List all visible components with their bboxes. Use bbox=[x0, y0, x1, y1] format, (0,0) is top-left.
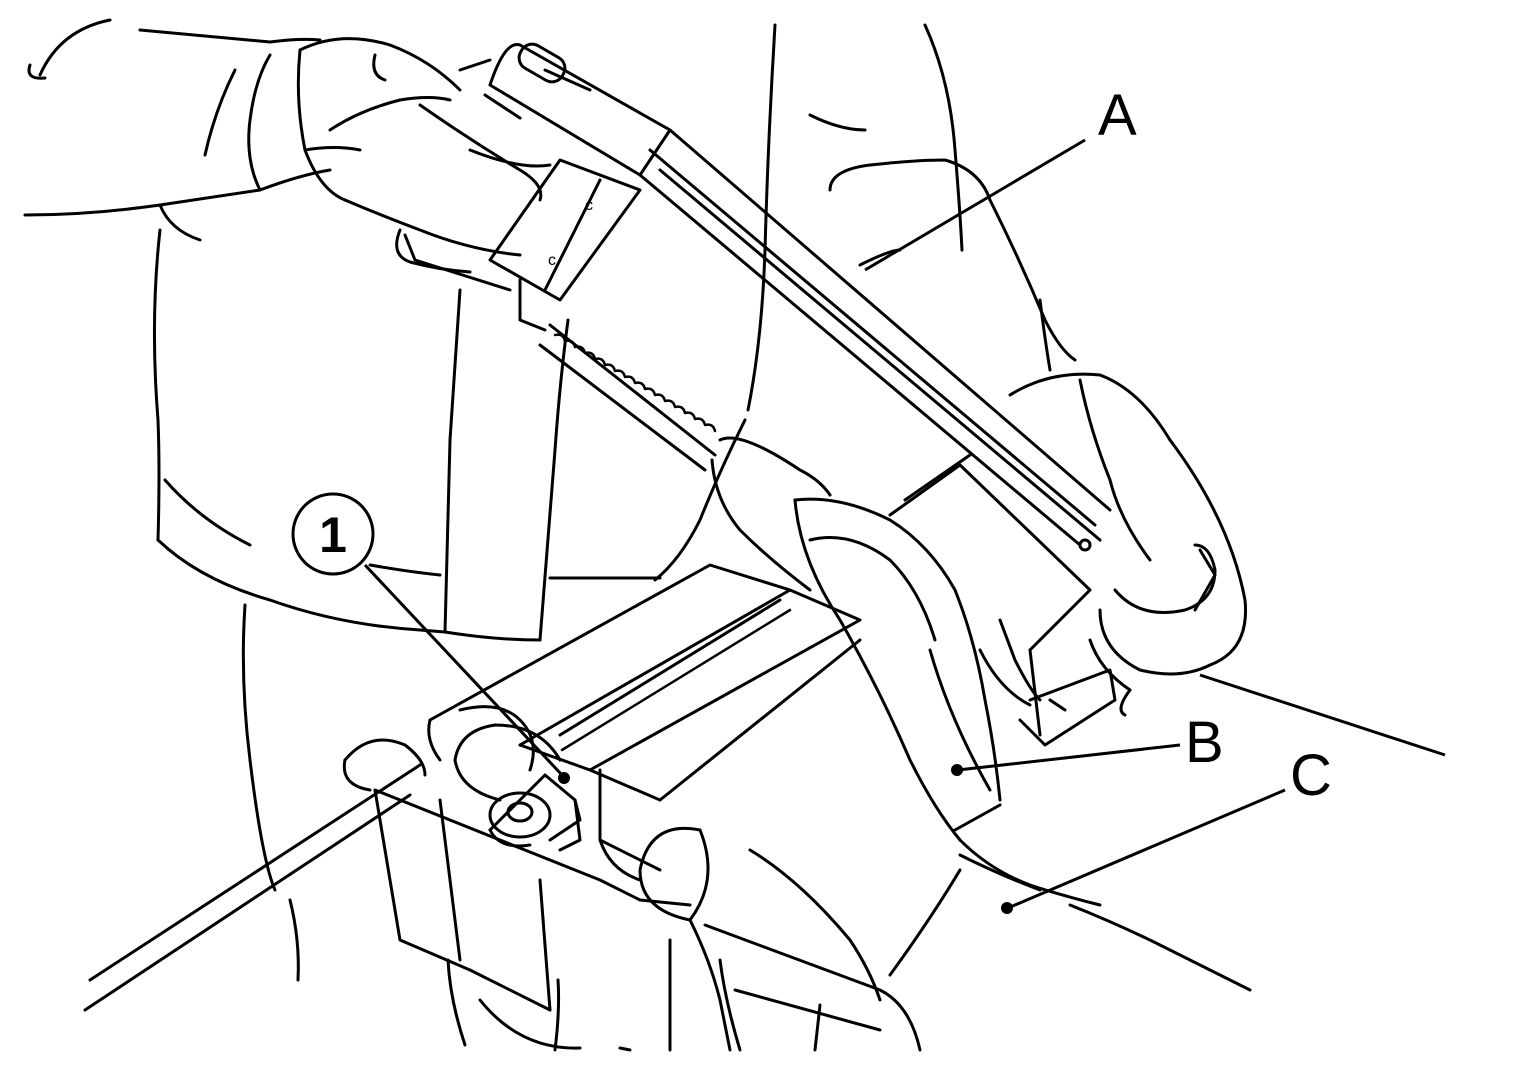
callout-b: B bbox=[1185, 710, 1224, 775]
leader-b-dot bbox=[951, 764, 963, 776]
callout-c: C bbox=[1290, 743, 1332, 808]
callout-1: 1 bbox=[319, 507, 347, 563]
callout-1-circle bbox=[291, 492, 375, 576]
leader-a bbox=[864, 138, 1086, 272]
frame-mark-c2: c bbox=[548, 252, 556, 269]
leader-c bbox=[1007, 788, 1286, 910]
vise-c bbox=[83, 563, 962, 1052]
leader-b bbox=[957, 743, 1181, 772]
callout-labels: A B C 1 bbox=[291, 83, 1332, 808]
callout-a: A bbox=[1098, 83, 1137, 148]
frame-mark-c1: c bbox=[585, 197, 593, 214]
leader-lines bbox=[363, 138, 1446, 914]
leader-1 bbox=[363, 563, 564, 777]
leader-1-dot bbox=[558, 772, 570, 784]
saw-extension-line bbox=[1199, 673, 1446, 757]
hacksaw: c c bbox=[403, 42, 1117, 747]
left-hand bbox=[296, 37, 552, 274]
workpiece-b bbox=[710, 436, 1252, 992]
person-figure bbox=[23, 18, 1077, 1052]
leader-c-dot bbox=[1001, 902, 1013, 914]
right-hand bbox=[1008, 372, 1248, 717]
